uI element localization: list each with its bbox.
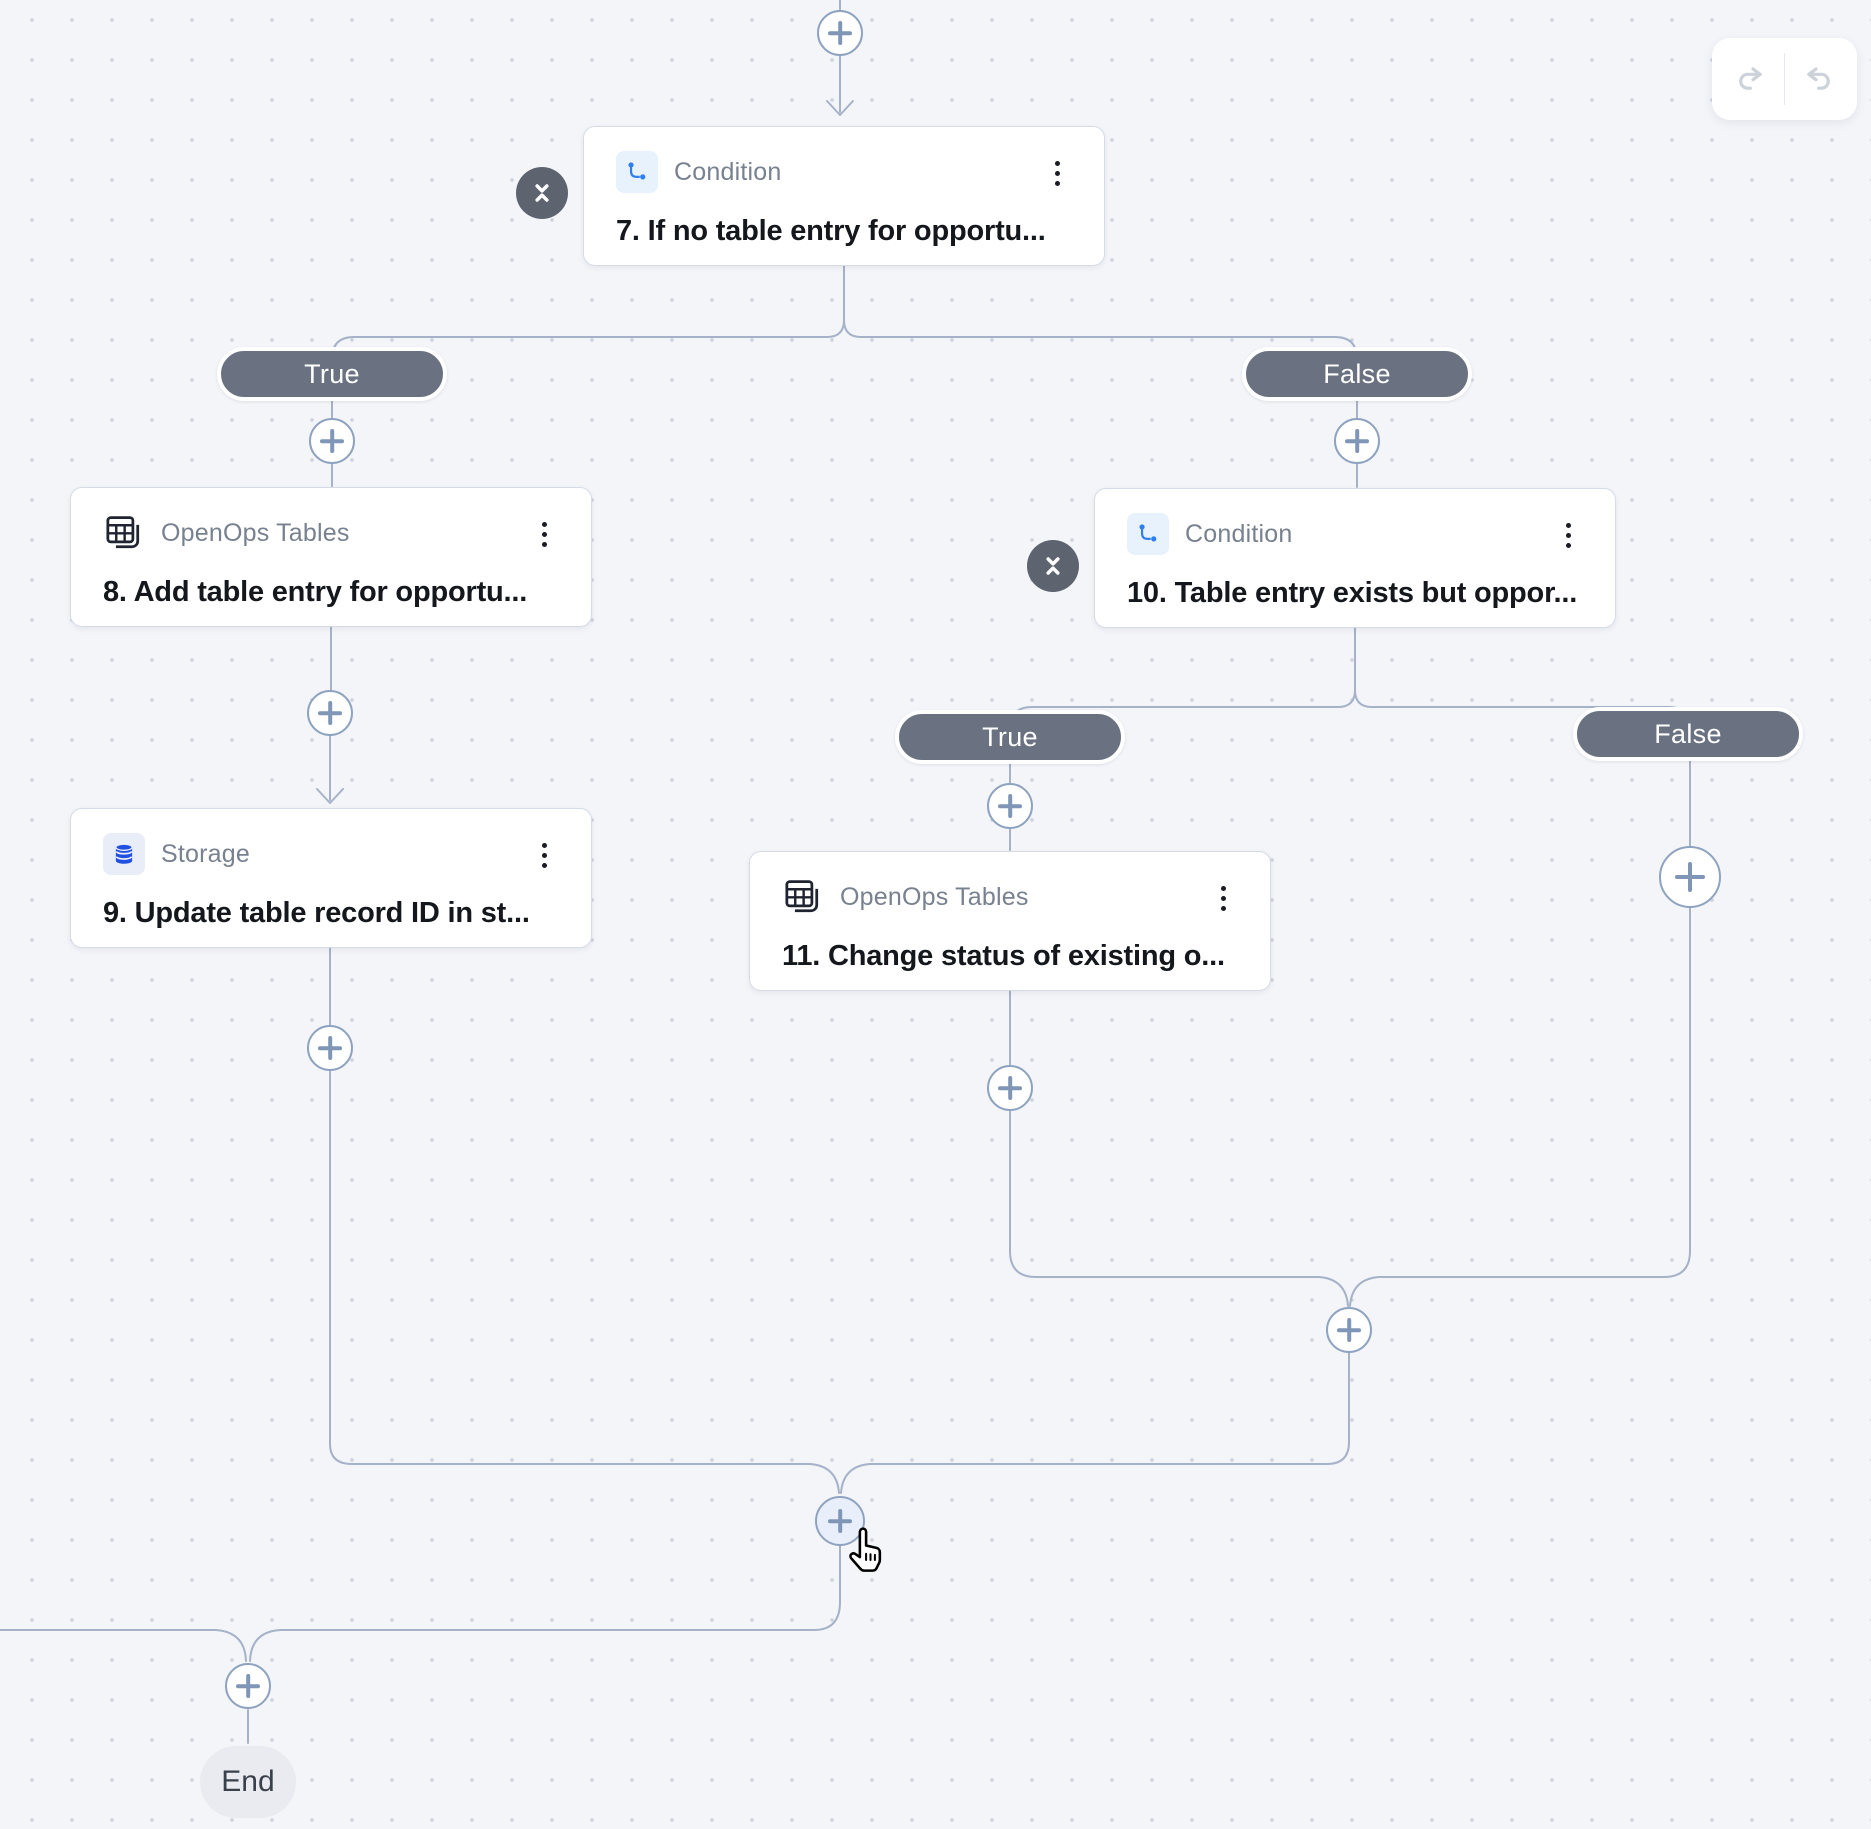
collapse-icon xyxy=(535,184,549,202)
kebab-menu-icon[interactable] xyxy=(1204,878,1242,918)
add-step-button-after-11[interactable] xyxy=(987,1065,1033,1111)
cursor-pointer-icon xyxy=(843,1527,887,1580)
step-node-9-storage[interactable]: Storage 9. Update table record ID in st.… xyxy=(70,808,592,948)
step-type-label: OpenOps Tables xyxy=(161,518,350,547)
condition-branch-icon xyxy=(616,151,658,193)
step-type-label: Condition xyxy=(1185,519,1293,548)
kebab-menu-icon[interactable] xyxy=(1549,515,1587,555)
kebab-menu-icon[interactable] xyxy=(525,514,563,554)
step-type-label: Condition xyxy=(674,157,782,186)
step-title: 9. Update table record ID in st... xyxy=(103,897,530,929)
condition-branch-icon xyxy=(1127,513,1169,555)
add-step-button-true-subbranch[interactable] xyxy=(987,783,1033,829)
step-node-7-condition[interactable]: Condition 7. If no table entry for oppor… xyxy=(583,126,1105,266)
step-title: 8. Add table entry for opportu... xyxy=(103,576,528,608)
subbranch-label-false: False xyxy=(1573,707,1803,761)
kebab-menu-icon[interactable] xyxy=(525,835,563,875)
end-marker: End xyxy=(200,1746,296,1818)
collapse-icon xyxy=(1046,557,1060,575)
branch-label-false: False xyxy=(1242,347,1472,401)
step-title: 10. Table entry exists but oppor... xyxy=(1127,577,1578,609)
add-step-button-after-8[interactable] xyxy=(307,690,353,736)
step-type-label: OpenOps Tables xyxy=(840,882,1029,911)
kebab-menu-icon[interactable] xyxy=(1038,153,1076,193)
collapse-branch-button-10[interactable] xyxy=(1027,540,1079,592)
toolbar-divider xyxy=(1783,53,1786,105)
add-step-button-merge-hovered[interactable] xyxy=(815,1496,865,1546)
branch-label-true: True xyxy=(217,347,447,401)
add-step-button-false-branch[interactable] xyxy=(1334,418,1380,464)
step-node-11-openops-tables[interactable]: OpenOps Tables 11. Change status of exis… xyxy=(749,851,1271,991)
step-title: 7. If no table entry for opportu... xyxy=(616,215,1046,247)
add-step-button-before-end[interactable] xyxy=(225,1663,271,1709)
storage-database-icon xyxy=(103,833,145,875)
history-toolbar xyxy=(1712,38,1857,120)
add-step-button-top[interactable] xyxy=(817,10,863,56)
add-step-button-submerge[interactable] xyxy=(1326,1307,1372,1353)
collapse-branch-button-7[interactable] xyxy=(516,167,568,219)
step-node-10-condition[interactable]: Condition 10. Table entry exists but opp… xyxy=(1094,488,1616,628)
undo-button[interactable] xyxy=(1718,38,1784,120)
step-type-label: Storage xyxy=(161,839,250,868)
add-step-button-after-9[interactable] xyxy=(307,1025,353,1071)
step-node-8-openops-tables[interactable]: OpenOps Tables 8. Add table entry for op… xyxy=(70,487,592,627)
openops-tables-icon xyxy=(103,512,145,554)
add-step-button-empty-false-subbranch[interactable] xyxy=(1659,846,1721,908)
add-step-button-true-branch[interactable] xyxy=(309,418,355,464)
step-title: 11. Change status of existing o... xyxy=(782,940,1225,972)
undo-icon xyxy=(1738,67,1762,90)
subbranch-label-true: True xyxy=(895,710,1125,764)
openops-tables-icon xyxy=(782,876,824,918)
redo-button[interactable] xyxy=(1785,38,1851,120)
redo-icon xyxy=(1807,67,1831,90)
